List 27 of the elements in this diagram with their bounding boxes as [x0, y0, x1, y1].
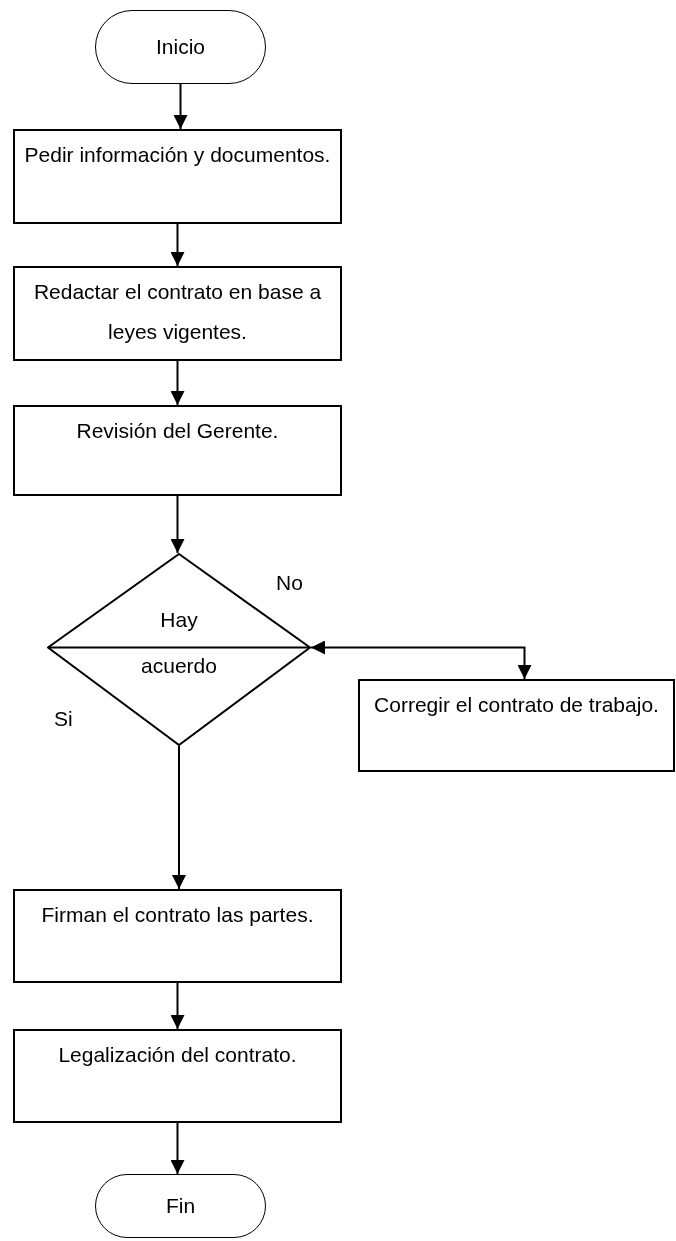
arrow	[170, 495, 185, 554]
node-text: Pedir información y documentos.	[24, 142, 331, 168]
arrow	[310, 640, 532, 680]
node-text: Inicio	[156, 34, 205, 61]
node-text: Legalización del contrato.	[58, 1042, 297, 1068]
process-box	[13, 889, 342, 983]
process-box	[13, 129, 342, 224]
node-text: Corregir el contrato de trabajo.	[374, 692, 659, 718]
arrow	[172, 745, 186, 890]
process-box	[13, 266, 342, 361]
node-text: Redactar el contrato en base a leyes vigentes.	[32, 279, 323, 345]
node-text: Revisión del Gerente.	[76, 418, 279, 444]
node-text: Firman el contrato las partes.	[41, 902, 314, 928]
arrow	[170, 223, 185, 267]
process-box	[13, 1029, 342, 1123]
arrow	[170, 982, 185, 1030]
decision-text: Hay	[160, 607, 198, 633]
arrow	[170, 360, 185, 406]
branch-label: No	[276, 570, 303, 596]
arrow	[173, 83, 188, 130]
arrow	[170, 1122, 185, 1175]
decision-text: acuerdo	[141, 653, 217, 679]
process-box	[358, 679, 675, 772]
node-text: Fin	[165, 1193, 196, 1220]
process-box	[13, 405, 342, 496]
branch-label: Si	[54, 706, 73, 732]
decision-diamond	[47, 553, 311, 746]
